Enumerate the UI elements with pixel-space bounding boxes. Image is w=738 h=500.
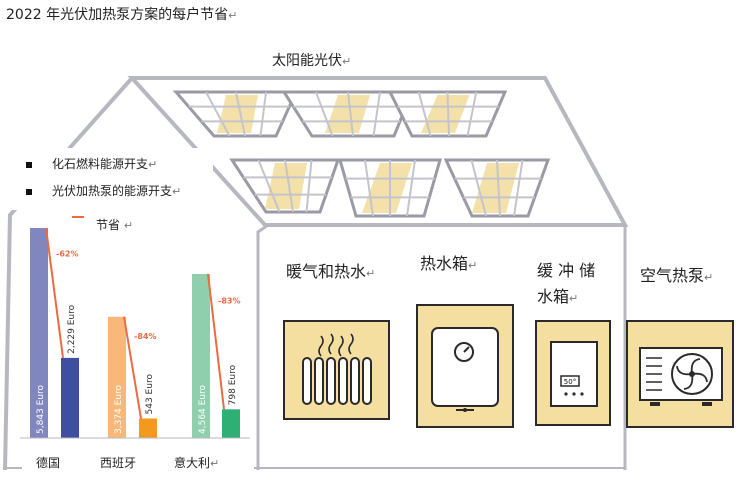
- solar-panel: [172, 90, 299, 138]
- saving-line: [45, 227, 64, 359]
- label-box-heating: 暖气和热水↵: [272, 246, 394, 286]
- paragraph-mark: ↵: [228, 9, 238, 22]
- country-label-germany: 德国: [36, 456, 61, 470]
- solar-panel: [387, 90, 508, 138]
- label-box-boiler: 热水箱↵: [406, 240, 524, 302]
- bar-value-label: 543 Euro: [145, 374, 155, 415]
- legend-item-saving: 节省 ↵: [96, 218, 134, 232]
- paragraph-mark: ↵: [342, 55, 352, 68]
- saving-line: [207, 273, 225, 410]
- heat-pump-icon: [639, 347, 723, 406]
- legend-bullet: [26, 188, 32, 195]
- thermostat-icon: 50°: [550, 341, 598, 407]
- boiler-card: [416, 304, 514, 428]
- thermostat-display: 50°: [564, 378, 576, 386]
- roof-label: 太阳能光伏↵: [272, 53, 352, 69]
- legend-item-pv-heatpump: 光伏加热泵的能源开支↵: [26, 182, 181, 199]
- bar-value-label: 2,229 Euro: [67, 304, 77, 354]
- buffer-tank-card: 50°: [535, 320, 611, 426]
- water-tank-icon: [431, 327, 499, 412]
- bar-fossil: [192, 273, 210, 438]
- solar-panel: [338, 158, 442, 218]
- bar-value-label: 3,374 Euro: [114, 384, 124, 434]
- country-labels: [22, 444, 254, 474]
- house-inner-wall: [256, 223, 269, 470]
- country-label-italy: 意大利↵: [174, 456, 220, 470]
- legend-bullet: [26, 161, 32, 168]
- solar-panel: [443, 158, 551, 218]
- legend-item-fossil: 化石燃料能源开支↵: [26, 155, 157, 172]
- legend-saving-box: 节省 ↵: [88, 210, 180, 240]
- label-box-buffer: 缓 冲 储 水箱↵: [527, 244, 609, 310]
- room-label-boiler: 热水箱↵: [420, 254, 478, 273]
- bar-fossil: [30, 228, 48, 438]
- room-label-buffer: 缓 冲 储 水箱↵: [537, 261, 596, 306]
- saving-percent-label: -83%: [218, 297, 240, 306]
- bar-pv-heatpump: [222, 409, 240, 438]
- country-label-spain: 西班牙: [100, 456, 137, 470]
- room-label-heating: 暖气和热水↵: [286, 262, 376, 281]
- bar-value-label: 4,564 Euro: [198, 384, 208, 434]
- solar-panel: [229, 158, 341, 214]
- solar-panel: [281, 90, 415, 138]
- page-title: 2022 年光伏加热泵方案的每户节省↵: [6, 7, 238, 23]
- radiator-card: [283, 320, 390, 420]
- saving-line: [123, 316, 142, 419]
- bar-pv-heatpump: [61, 357, 79, 438]
- room-label-heat-pump: 空气热泵↵: [640, 266, 714, 285]
- solar-panels: [172, 90, 551, 218]
- bar-pv-heatpump: [139, 418, 157, 438]
- legend: 化石燃料能源开支↵ 光伏加热泵的能源开支↵: [8, 148, 213, 210]
- saving-percent-label: -62%: [56, 250, 78, 259]
- radiator-icon: [302, 333, 372, 405]
- house-left-wall: [3, 76, 134, 471]
- bar-value-label: 798 Euro: [228, 364, 238, 405]
- bar-value-label: 5,843 Euro: [36, 384, 46, 434]
- bar-fossil: [108, 316, 126, 438]
- heat-pump-card: [626, 320, 734, 428]
- saving-percent-label: -84%: [134, 332, 156, 341]
